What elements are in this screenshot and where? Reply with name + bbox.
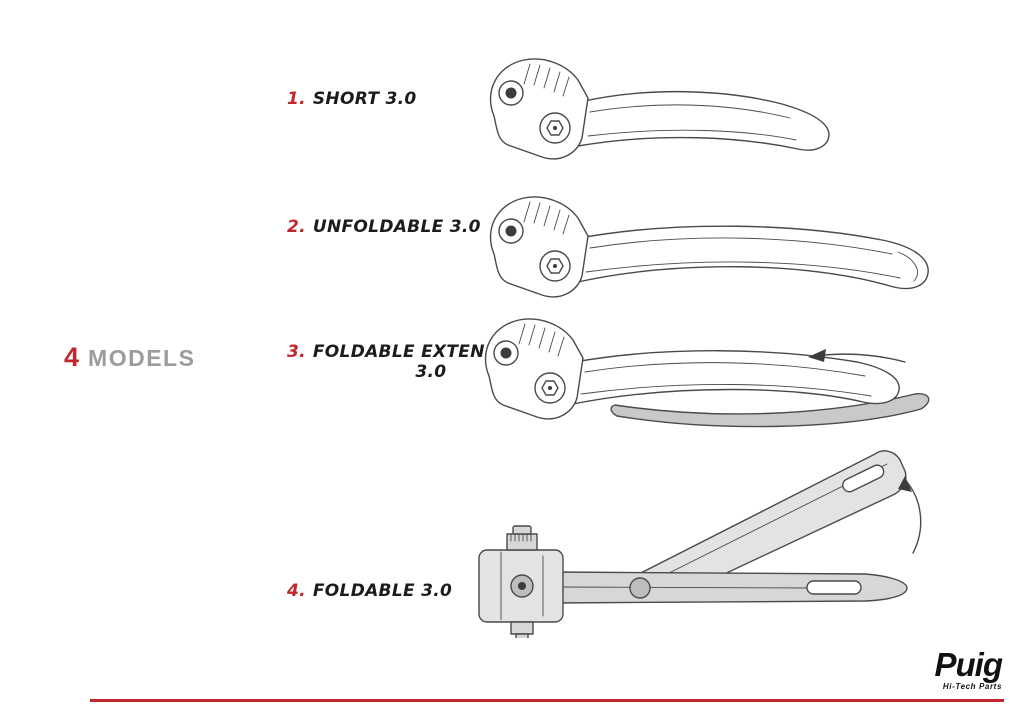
pivot-clamp-shape (478, 525, 564, 638)
models-heading: 4 MODELS (64, 342, 195, 373)
folded-arm-shape (630, 450, 907, 601)
lever-foldable-extendable-drawing (484, 318, 930, 428)
extend-direction-arrow-icon (808, 349, 906, 363)
model-4-label: 4. FOLDABLE 3.0 (287, 581, 452, 601)
lever-unfoldable-drawing (489, 196, 929, 298)
model-3-number: 3. (287, 342, 306, 362)
brand-logo-text: Puig (934, 646, 1003, 683)
extended-blade-shape (610, 393, 930, 428)
footer-accent-line (90, 699, 1004, 702)
model-2-name: UNFOLDABLE 3.0 (312, 217, 481, 237)
model-2-label: 2. UNFOLDABLE 3.0 (287, 217, 481, 237)
brand-logo: Puig Hi-Tech Parts (935, 648, 1003, 691)
lever-short-drawing (489, 58, 830, 160)
fold-direction-arrow-icon (898, 476, 922, 554)
model-1-label: 1. SHORT 3.0 (287, 89, 416, 109)
model-4-name: FOLDABLE 3.0 (312, 581, 453, 601)
models-label: MODELS (88, 345, 196, 371)
model-2-number: 2. (287, 217, 306, 237)
model-1-number: 1. (287, 89, 306, 109)
models-count: 4 (64, 342, 80, 372)
brand-logo-tagline: Hi-Tech Parts (942, 682, 1002, 691)
model-4-number: 4. (287, 581, 306, 601)
model-1-name: SHORT 3.0 (312, 89, 417, 109)
lever-bar-shape (554, 571, 908, 604)
lever-foldable-drawing (478, 450, 922, 638)
